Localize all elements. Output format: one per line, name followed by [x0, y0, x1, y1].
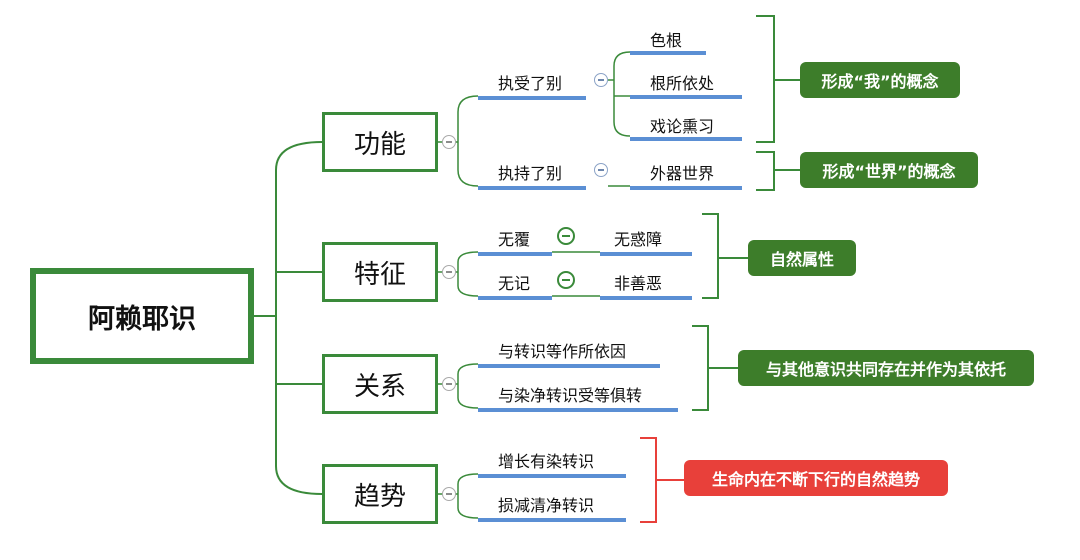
underline	[630, 95, 742, 99]
sub-label: 无惑障	[614, 230, 663, 249]
underline	[478, 474, 626, 478]
collapse-icon[interactable]	[594, 73, 608, 87]
underline	[478, 186, 586, 190]
summary-label: 与其他意识共同存在并作为其依托	[765, 360, 1006, 379]
child-label: 执受了别	[498, 74, 563, 93]
summary-box[interactable]: 与其他意识共同存在并作为其依托	[738, 350, 1034, 386]
underline	[478, 296, 552, 300]
collapse-icon[interactable]	[442, 487, 456, 501]
branch-characteristics[interactable]: 特征	[322, 242, 438, 302]
branch-label: 关系	[353, 371, 406, 402]
collapse-icon[interactable]	[557, 227, 575, 245]
summary-box[interactable]: 形成“世界”的概念	[800, 152, 978, 188]
sub-label: 非善恶	[614, 274, 663, 293]
sub-label: 外器世界	[650, 164, 715, 183]
child-label: 损减清净转识	[498, 496, 595, 515]
underline	[478, 518, 626, 522]
collapse-icon[interactable]	[442, 377, 456, 391]
underline	[478, 408, 678, 412]
summary-box[interactable]: 形成“我”的概念	[800, 62, 960, 98]
collapse-icon[interactable]	[442, 265, 456, 279]
child-label: 无覆	[498, 230, 531, 249]
branch-function[interactable]: 功能	[322, 112, 438, 172]
underline	[630, 137, 742, 141]
sub-label: 根所依处	[650, 74, 715, 93]
child-label: 与染净转识受等俱转	[498, 386, 643, 405]
summary-label: 自然属性	[769, 250, 834, 269]
branch-label: 特征	[353, 259, 406, 290]
child-label: 执持了别	[498, 164, 563, 183]
underline	[478, 252, 552, 256]
sub-label: 戏论熏习	[650, 117, 715, 136]
summary-label: 形成“我”的概念	[821, 72, 939, 91]
summary-label: 形成“世界”的概念	[822, 162, 956, 181]
underline	[478, 364, 660, 368]
root-label: 阿赖耶识	[88, 303, 196, 335]
collapse-icon[interactable]	[557, 271, 575, 289]
underline	[600, 296, 692, 300]
root-node[interactable]: 阿赖耶识	[30, 268, 254, 364]
child-label: 与转识等作所依因	[498, 342, 627, 361]
underline	[600, 252, 692, 256]
branch-relations[interactable]: 关系	[322, 354, 438, 414]
summary-label: 生命内在不断下行的自然趋势	[711, 470, 920, 489]
branch-tendency[interactable]: 趋势	[322, 464, 438, 524]
summary-box[interactable]: 生命内在不断下行的自然趋势	[684, 460, 948, 496]
branch-label: 功能	[353, 129, 406, 160]
branch-label: 趋势	[353, 481, 406, 512]
underline	[630, 186, 742, 190]
underline	[478, 96, 586, 100]
child-label: 增长有染转识	[498, 452, 595, 471]
summary-box[interactable]: 自然属性	[748, 240, 856, 276]
child-label: 无记	[498, 274, 531, 293]
collapse-icon[interactable]	[594, 163, 608, 177]
underline	[630, 51, 706, 55]
sub-label: 色根	[650, 31, 683, 50]
collapse-icon[interactable]	[442, 135, 456, 149]
